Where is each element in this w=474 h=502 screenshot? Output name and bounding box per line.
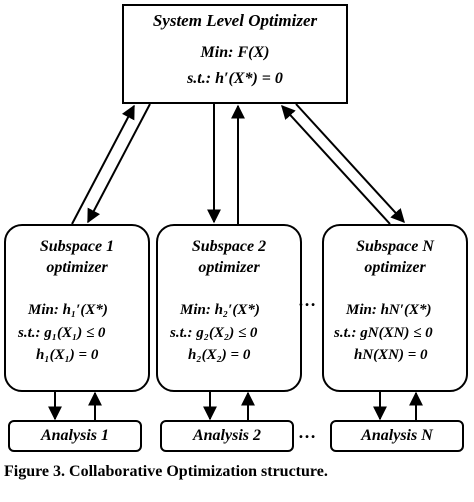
analysis-ellipsis: … bbox=[298, 422, 316, 442]
subspace-n-objective: Min: hN′(X*) bbox=[346, 302, 431, 319]
subspace-1-objective: Min: h₁′(X*) bbox=[28, 302, 108, 319]
analysis-2-label: Analysis 2 bbox=[192, 427, 261, 444]
subspace-2-st-label: s.t.: bbox=[170, 325, 193, 341]
subspace-2-st-expr: g₂(X₂) ≤ 0 bbox=[196, 325, 258, 341]
system-objective: Min: F(X) bbox=[124, 44, 346, 62]
subspace-1-st-label: s.t.: bbox=[18, 325, 41, 341]
system-constraint: s.t.: h′(X*) = 0 bbox=[124, 70, 346, 88]
arrow-subspace1-to-system bbox=[71, 104, 135, 225]
subspace-ellipsis: … bbox=[298, 290, 316, 310]
figure-caption: Figure 3. Collaborative Optimization str… bbox=[4, 463, 328, 480]
analysis-1-label: Analysis 1 bbox=[40, 427, 109, 444]
subspace-n-constraint: s.t.: gN(XN) ≤ 0 bbox=[334, 325, 433, 342]
subspace-n-min-label: Min: bbox=[346, 302, 377, 318]
subspace-n-equality: hN(XN) = 0 bbox=[354, 347, 428, 363]
system-st-expr: h′(X*) = 0 bbox=[215, 70, 283, 87]
analysis-n-box: Analysis N bbox=[330, 420, 464, 452]
subspace-1-min-label: Min: bbox=[28, 302, 59, 318]
subspace-2-min-label: Min: bbox=[180, 302, 211, 318]
subspace-2-subtitle: optimizer bbox=[198, 259, 260, 276]
subspace-1-equality: h₁(X₁) = 0 bbox=[36, 347, 99, 363]
subspace-2-min-expr: h₂′(X*) bbox=[214, 302, 260, 318]
subspace-1-title: Subspace 1 bbox=[39, 238, 115, 255]
subspace-1-min-expr: h₁′(X*) bbox=[62, 302, 108, 318]
analysis-2-box: Analysis 2 bbox=[160, 420, 294, 452]
system-min-label: Min: bbox=[200, 44, 234, 61]
subspace-2-objective: Min: h₂′(X*) bbox=[180, 302, 260, 319]
subspace-n-title: Subspace N bbox=[356, 238, 434, 255]
system-level-optimizer-box: System Level Optimizer Min: F(X) s.t.: h… bbox=[122, 4, 348, 104]
subspace-2-box: Subspace 2 optimizer Min: h₂′(X*) s.t.: … bbox=[156, 224, 302, 392]
system-st-label: s.t.: bbox=[187, 70, 212, 87]
arrow-system-to-subspace1 bbox=[87, 103, 151, 224]
subspace-2-equality: h₂(X₂) = 0 bbox=[188, 347, 251, 363]
subspace-n-subtitle: optimizer bbox=[364, 259, 426, 276]
subspace-1-constraint: s.t.: g₁(X₁) ≤ 0 bbox=[18, 325, 105, 342]
system-title: System Level Optimizer bbox=[152, 11, 318, 30]
analysis-1-box: Analysis 1 bbox=[8, 420, 142, 452]
arrow-system-to-subspaceN bbox=[295, 103, 405, 224]
analysis-n-label: Analysis N bbox=[361, 427, 433, 444]
subspace-n-st-expr: gN(XN) ≤ 0 bbox=[360, 325, 433, 341]
subspace-1-subtitle: optimizer bbox=[46, 259, 108, 276]
subspace-n-box: Subspace N optimizer Min: hN′(X*) s.t.: … bbox=[322, 224, 468, 392]
subspace-n-st-label: s.t.: bbox=[334, 325, 357, 341]
subspace-1-st-expr: g₁(X₁) ≤ 0 bbox=[44, 325, 106, 341]
system-min-expr: F(X) bbox=[237, 44, 270, 61]
arrow-subspaceN-to-system bbox=[281, 104, 391, 225]
subspace-2-constraint: s.t.: g₂(X₂) ≤ 0 bbox=[170, 325, 257, 342]
subspace-2-title: Subspace 2 bbox=[191, 238, 267, 255]
subspace-1-box: Subspace 1 optimizer Min: h₁′(X*) s.t.: … bbox=[4, 224, 150, 392]
subspace-n-min-expr: hN′(X*) bbox=[380, 302, 432, 318]
